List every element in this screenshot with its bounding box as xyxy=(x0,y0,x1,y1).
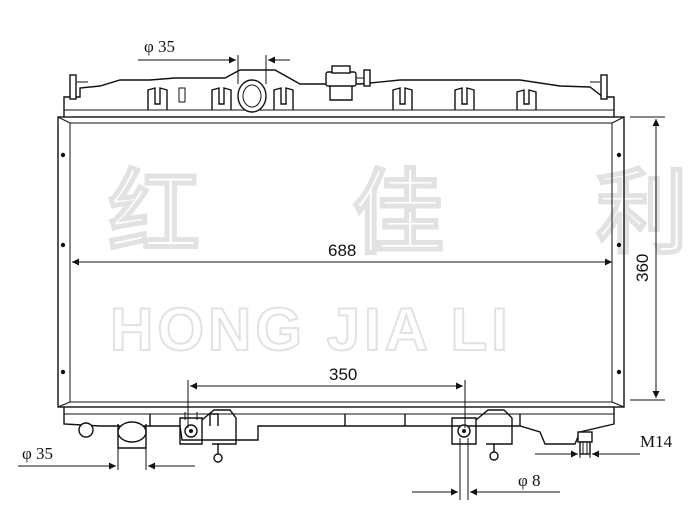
dimensions: 688 360 350 φ 35 φ 35 φ 8 M14 xyxy=(18,37,673,500)
right-mount xyxy=(451,409,513,461)
dim-core-height: 360 xyxy=(633,254,652,282)
dim-thread: M14 xyxy=(640,432,673,451)
watermark-english: HONG JIA LI xyxy=(110,296,512,363)
top-tank xyxy=(63,65,615,117)
dim-bolt: φ 8 xyxy=(518,471,541,490)
filler-cap xyxy=(325,65,371,101)
upper-pipe xyxy=(237,79,267,113)
lower-pipe xyxy=(117,421,147,449)
bottom-tank xyxy=(63,407,615,463)
left-mount xyxy=(179,409,237,463)
dim-lower-pipe: φ 35 xyxy=(22,444,53,463)
top-brackets xyxy=(147,87,537,110)
dim-upper-pipe: φ 35 xyxy=(144,37,175,56)
watermark: 红 佳 利 HONG JIA LI xyxy=(107,159,700,364)
dim-core-width: 688 xyxy=(328,241,356,260)
dim-pipe-spacing: 350 xyxy=(329,365,357,384)
drain-plug xyxy=(577,431,593,455)
watermark-chinese: 红 佳 利 xyxy=(108,160,700,267)
